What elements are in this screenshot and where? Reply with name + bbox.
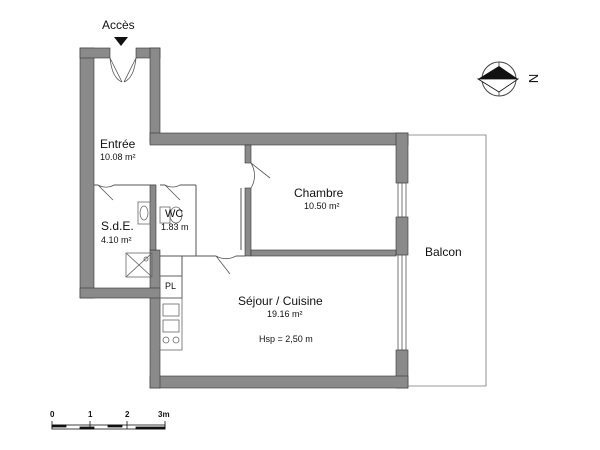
room-name-sejour: Séjour / Cuisine: [238, 294, 323, 308]
scale-tick-label: 3m: [158, 410, 170, 419]
door-chambre: [250, 162, 271, 189]
wall-right-upper: [395, 132, 409, 184]
washbasin: [137, 201, 151, 225]
wall-entry-right: [149, 47, 161, 144]
room-area-entree: 10.08 m²: [100, 152, 136, 162]
room-name-sde: S.d.E.: [101, 219, 134, 233]
shower: [125, 252, 153, 278]
scale-tick-label: 1: [88, 410, 93, 419]
wall-right-mid: [395, 216, 409, 256]
room-name-chambre: Chambre: [294, 186, 344, 200]
scale-tick-label: 2: [125, 410, 130, 419]
fixtures: [125, 201, 183, 351]
access-arrow-icon: [114, 37, 128, 46]
balcony-outline: [408, 134, 487, 387]
doors: [97, 57, 271, 275]
wall-bottom: [149, 375, 409, 389]
room-area-wc: 1.83 m: [161, 222, 189, 232]
door-sejour: [215, 255, 237, 275]
wall-sde-bottom: [79, 287, 161, 299]
walls: [79, 47, 409, 389]
closet-pl: [159, 275, 183, 299]
door-entry: [109, 57, 137, 83]
wall-top-entry-left: [79, 47, 111, 59]
access-label: Accès: [102, 18, 135, 32]
wall-left-lower: [149, 249, 161, 389]
ceiling-height-label: Hsp = 2,50 m: [259, 334, 313, 344]
wall-top-main: [149, 132, 409, 146]
room-name-wc: WC: [165, 208, 184, 220]
north-label: N: [526, 73, 542, 84]
room-area-sejour: 19.16 m²: [267, 309, 303, 319]
scale-tick-label: 0: [50, 410, 55, 419]
room-area-sde: 4.10 m²: [101, 235, 132, 245]
scale-bar: [51, 421, 166, 430]
wall-chambre-left: [244, 187, 252, 257]
room-name-balcon: Balcon: [425, 245, 462, 259]
wall-sde-right: [149, 184, 157, 251]
door-wc: [164, 184, 181, 201]
room-name-entree: Entrée: [100, 137, 136, 151]
compass-icon: [476, 61, 520, 97]
closet-label: PL: [165, 281, 177, 291]
wall-chambre-bottom: [250, 249, 397, 257]
wall-left-outer: [79, 47, 95, 299]
door-sde: [97, 184, 115, 201]
room-area-chambre: 10.50 m²: [304, 201, 340, 211]
windows: [397, 182, 407, 351]
wall-chambre-left-upper: [244, 144, 252, 164]
